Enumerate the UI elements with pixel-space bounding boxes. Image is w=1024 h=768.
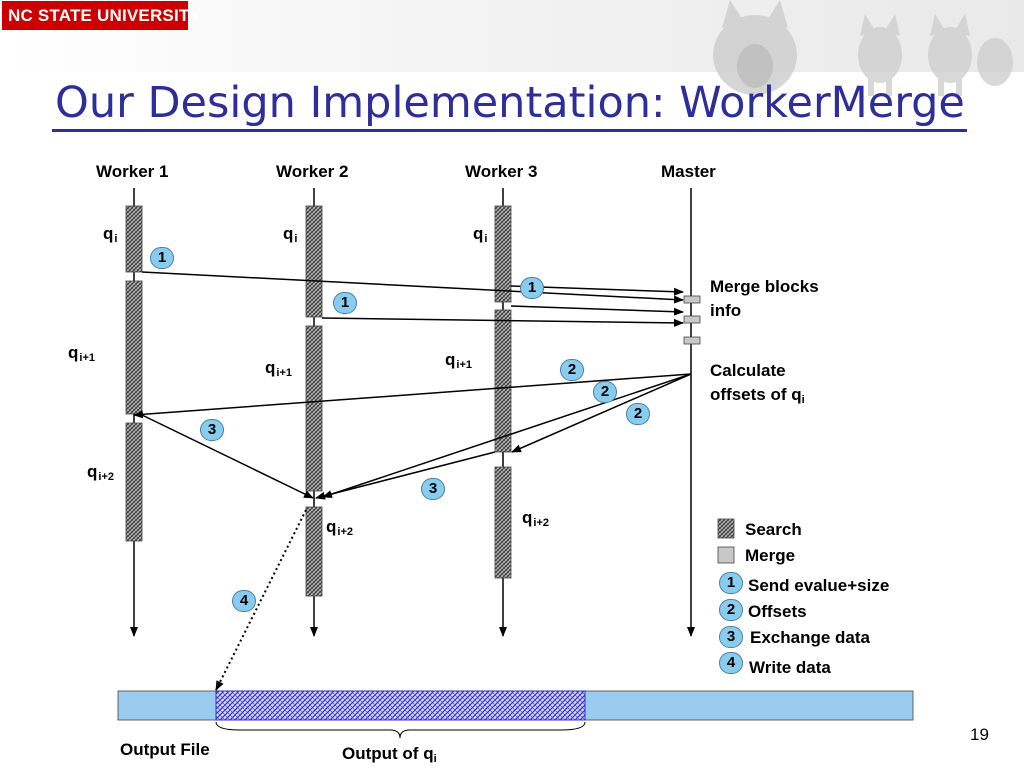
legend-step1-label: Send evalue+size xyxy=(748,576,890,595)
legend-search-swatch xyxy=(717,518,735,539)
master-merge-block-1 xyxy=(683,295,701,304)
worker3-label-qi2: qi+2 xyxy=(522,508,549,529)
arrow-step1-worker2 xyxy=(321,317,684,327)
output-file-label: Output File xyxy=(120,740,210,759)
worker2-label-qi: qi xyxy=(283,224,298,245)
column-header-worker3: Worker 3 xyxy=(465,162,538,181)
legend-step4-label: Write data xyxy=(749,658,831,677)
legend-step4-badge: 4 xyxy=(719,652,743,674)
worker3-label-qi: qi xyxy=(473,224,488,245)
arrow-step4-write xyxy=(215,509,307,691)
master-merge-block-3 xyxy=(683,336,701,345)
step-badge-4: 4 xyxy=(232,590,256,612)
legend-step1-badge: 1 xyxy=(719,572,743,594)
arrow-step3-from-worker1 xyxy=(141,414,314,499)
arrow-step2-to-worker3 xyxy=(511,373,692,453)
column-header-worker2: Worker 2 xyxy=(276,162,349,181)
page-title: Our Design Implementation: WorkerMerge xyxy=(55,78,965,128)
master-note-calc-line2: offsets of qi xyxy=(710,385,805,406)
arrow-step1-worker3b xyxy=(510,305,684,316)
arrow-step3-from-worker3 xyxy=(315,451,496,500)
arrow-step2-to-worker2 xyxy=(322,373,692,498)
worker2-block-qi xyxy=(305,205,323,318)
legend-step2-label: Offsets xyxy=(748,602,807,621)
legend-search-label: Search xyxy=(745,520,802,539)
worker3-block-qi2 xyxy=(494,466,512,579)
master-note-merge-line2: info xyxy=(710,301,742,320)
column-header-master: Master xyxy=(661,162,716,181)
worker1-block-qi1 xyxy=(125,280,143,415)
output-qi-label: Output of qi xyxy=(342,744,437,765)
master-merge-block-2 xyxy=(683,315,701,324)
worker1-block-qi2 xyxy=(125,422,143,542)
worker2-block-qi1 xyxy=(305,325,323,492)
worker2-label-qi1: qi+1 xyxy=(265,358,292,379)
university-logo: NC STATE UNIVERSITY xyxy=(2,1,201,30)
worker2-block-qi2 xyxy=(305,506,323,597)
step-badge-2-a: 2 xyxy=(560,359,584,381)
worker1-label-qi2: qi+2 xyxy=(87,462,114,483)
worker3-label-qi1: qi+1 xyxy=(445,350,472,371)
step-badge-2-c: 2 xyxy=(626,403,650,425)
column-header-worker1: Worker 1 xyxy=(96,162,169,181)
step-badge-3-worker3: 3 xyxy=(421,478,445,500)
worker3-block-qi xyxy=(494,205,512,303)
step-badge-1-worker1: 1 xyxy=(150,247,174,269)
worker1-block-qi xyxy=(125,205,143,273)
step-badge-1-worker2: 1 xyxy=(333,292,357,314)
master-note-merge-line1: Merge blocks xyxy=(710,277,819,296)
legend-step3-label: Exchange data xyxy=(750,628,870,647)
legend-step3-badge: 3 xyxy=(719,626,743,648)
wolf-watermark-image xyxy=(713,0,1013,96)
step-badge-3-worker1: 3 xyxy=(200,419,224,441)
output-qi-segment xyxy=(215,690,586,721)
worker3-block-qi1 xyxy=(494,309,512,453)
legend-step2-badge: 2 xyxy=(719,599,743,621)
master-note-calc-line1: Calculate xyxy=(710,361,786,380)
page-number: 19 xyxy=(970,725,989,744)
step-badge-2-b: 2 xyxy=(593,381,617,403)
arrow-step2-to-worker1 xyxy=(133,373,692,419)
worker1-label-qi1: qi+1 xyxy=(68,343,95,364)
worker1-label-qi: qi xyxy=(103,224,118,245)
legend-merge-label: Merge xyxy=(745,546,796,565)
legend-merge-swatch xyxy=(717,546,735,564)
output-qi-brace xyxy=(215,721,586,739)
worker2-label-qi2: qi+2 xyxy=(326,517,353,538)
step-badge-1-worker3: 1 xyxy=(520,277,544,299)
arrow-step1-worker1 xyxy=(141,271,684,304)
title-underline xyxy=(52,129,967,132)
